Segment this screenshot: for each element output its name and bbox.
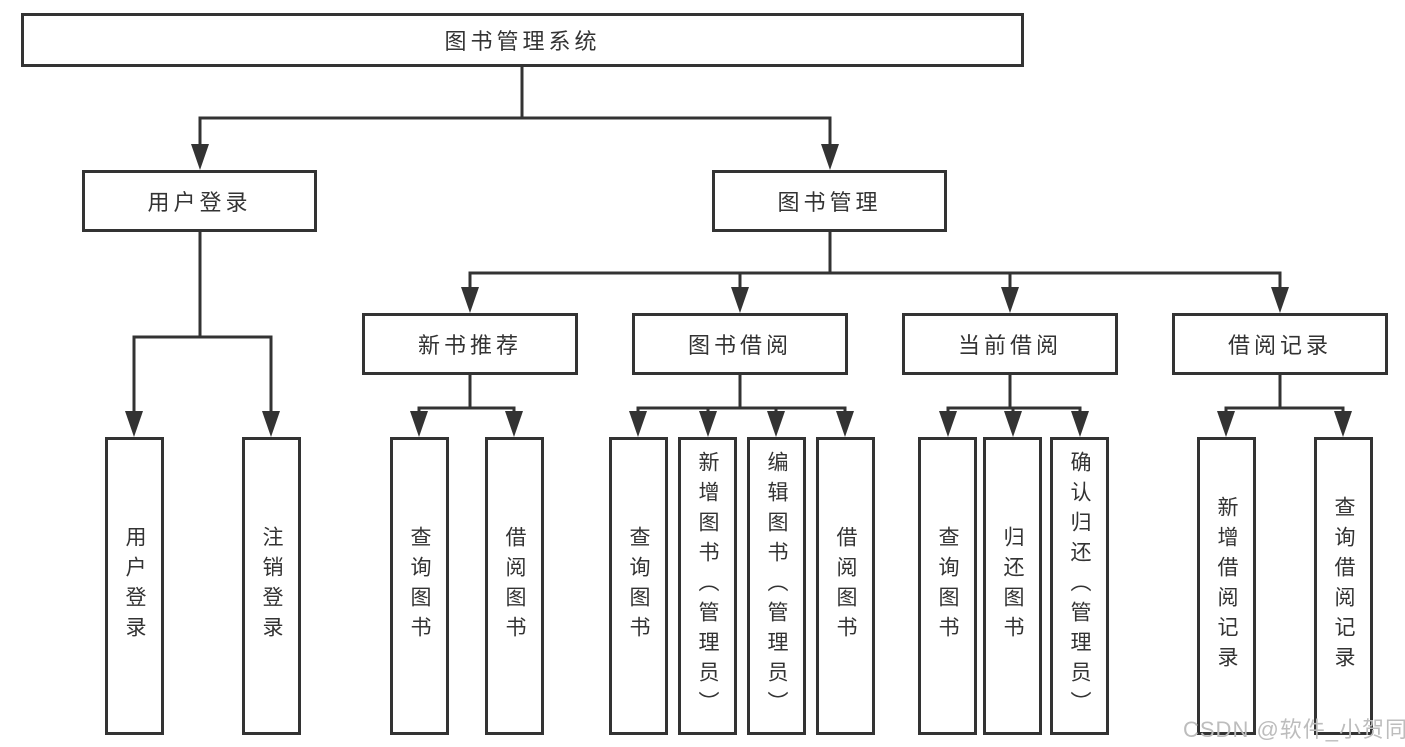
connector-book-mgmt-to-sections (461, 230, 1289, 313)
leaf-records-query-record: 查询借阅记录 (1314, 437, 1373, 735)
connector-new-book-to-leaves (410, 373, 523, 437)
node-book-mgmt: 图书管理 (712, 170, 947, 232)
leaf-newbook-query-books: 查询图书 (390, 437, 449, 735)
leaf-borrow-add-book-admin: 新增图书（管理员） (678, 437, 737, 735)
connector-root-to-level2 (191, 65, 839, 170)
leaf-records-add-record: 新增借阅记录 (1197, 437, 1256, 735)
leaf-borrow-query-books: 查询图书 (609, 437, 668, 735)
leaf-current-query-books: 查询图书 (918, 437, 977, 735)
node-book-borrowing: 图书借阅 (632, 313, 848, 375)
leaf-user-login: 用户登录 (105, 437, 164, 735)
connector-book-borrow-to-leaves (629, 373, 854, 437)
leaf-newbook-borrow-books: 借阅图书 (485, 437, 544, 735)
node-borrow-records: 借阅记录 (1172, 313, 1388, 375)
leaf-current-confirm-return-admin: 确认归还（管理员） (1050, 437, 1109, 735)
connector-user-login-to-leaves (125, 230, 280, 437)
connector-current-borrow-to-leaves (939, 373, 1089, 437)
leaf-logout: 注销登录 (242, 437, 301, 735)
node-current-borrowing: 当前借阅 (902, 313, 1118, 375)
node-root: 图书管理系统 (21, 13, 1024, 67)
leaf-borrow-edit-book-admin: 编辑图书（管理员） (747, 437, 806, 735)
watermark: CSDN @软件_小贺同学 (1183, 717, 1405, 742)
node-user-login: 用户登录 (82, 170, 317, 232)
node-new-book-recommend: 新书推荐 (362, 313, 578, 375)
leaf-current-return-books: 归还图书 (983, 437, 1042, 735)
leaf-borrow-borrow-books: 借阅图书 (816, 437, 875, 735)
connector-borrow-records-to-leaves (1217, 373, 1352, 437)
